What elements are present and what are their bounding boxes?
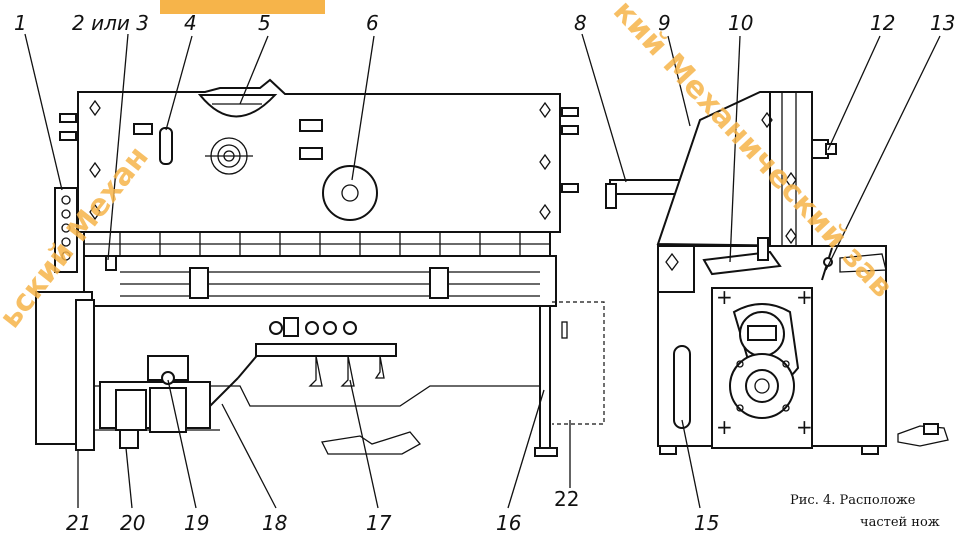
svg-text:+: + (796, 415, 813, 439)
callout-22: 22 (554, 487, 579, 511)
figure-caption-line1: Рис. 4. Расположе (790, 493, 916, 508)
callout-15: 15 (694, 511, 719, 535)
callout-9: 9 (658, 11, 671, 35)
callout-19: 19 (184, 511, 209, 535)
side-view: + + + + (605, 91, 949, 455)
callout-20: 20 (120, 511, 145, 535)
callout-21: 21 (66, 511, 91, 535)
callout-10: 10 (728, 11, 753, 35)
watermark-top-patch (160, 0, 325, 14)
callout-18: 18 (262, 511, 287, 535)
callout-5: 5 (258, 11, 271, 35)
callout-4: 4 (184, 11, 197, 35)
callout-12: 12 (870, 11, 895, 35)
callout-8: 8 (574, 11, 587, 35)
callout-1: 1 (14, 11, 27, 35)
callout-labels: 1 2 или 3 4 5 6 8 9 10 12 13 15 16 17 18… (14, 11, 955, 535)
figure-caption-line2: частей нож (860, 515, 940, 530)
svg-text:+: + (716, 415, 733, 439)
svg-text:+: + (716, 285, 733, 309)
front-view (35, 78, 605, 457)
callout-6: 6 (366, 11, 379, 35)
callout-16: 16 (496, 511, 521, 535)
callout-13: 13 (930, 11, 955, 35)
callout-2-or-3: 2 или 3 (72, 11, 149, 35)
leader-lines (24, 33, 941, 509)
svg-text:+: + (796, 285, 813, 309)
callout-17: 17 (366, 511, 392, 535)
